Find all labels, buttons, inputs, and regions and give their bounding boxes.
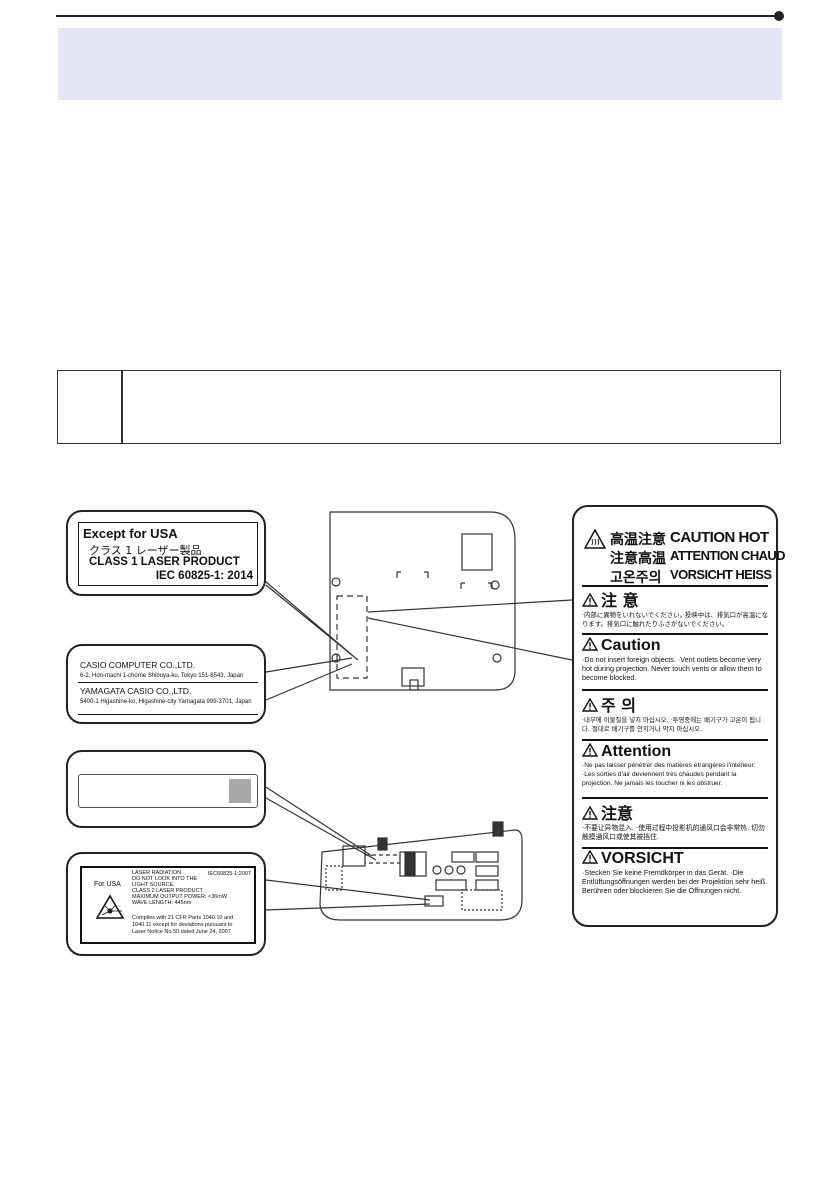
- caution-separator: [582, 633, 768, 635]
- top-rule: [56, 8, 784, 22]
- laser-hazard-icon: [96, 894, 124, 919]
- callout-caution-label: 高温注意 CAUTION HOT 注意高温 ATTENTION CHAUD 고온…: [572, 505, 786, 927]
- warning-icon: [582, 806, 598, 820]
- caution-en-body: ·Do not insert foreign objects. ·Vent ou…: [582, 655, 762, 682]
- manufacturer-separator: [78, 682, 258, 684]
- caution-separator: [582, 739, 768, 741]
- manufacturer-address2: 5400-1 Higashine-ko, Higashine-city Yama…: [80, 699, 252, 705]
- warning-icon: [582, 593, 598, 607]
- caution-head-jp2: 注意高温: [610, 551, 666, 567]
- laser-label-line4: CLASS 2 LASER PRODUCT: [132, 888, 203, 894]
- note-box-divider: [121, 371, 123, 443]
- laser-label-line5: MAXIMUM OUTPUT POWER: <36mW: [132, 894, 228, 900]
- caution-de-title: VORSICHT: [582, 850, 768, 868]
- laser-label-for-usa: For USA: [94, 881, 121, 888]
- laser-label-comply1: Complies with 21 CFR Parts 1040.10 and: [132, 915, 234, 921]
- manufacturer-label: CASIO COMPUTER CO.,LTD. 6-2, Hon-machi 1…: [78, 658, 258, 715]
- caution-kr-title: 주 의: [582, 692, 768, 716]
- projector-rear-view: [319, 821, 523, 921]
- laser-label-line1: LASER RADIATION: [132, 870, 182, 876]
- caution-section-fr: Attention ·Ne pas laisser pénétrer des m…: [582, 743, 768, 788]
- note-box: [57, 370, 781, 444]
- caution-cn-body: ·不要让异物混入. ·使用过程中投影机的通风口会非常热. 切勿触摸通风口或使其被…: [582, 824, 765, 841]
- class1-label-line2: クラス 1 レーザー製品: [89, 544, 202, 557]
- caution-separator: [582, 585, 768, 587]
- top-rule-dot: [774, 11, 784, 21]
- laser-label-standard: IEC60825-1:2007: [207, 871, 251, 877]
- projector-top-view: [329, 511, 516, 691]
- callout-class1-label: Except for USA クラス 1 レーザー製品 CLASS 1 LASE…: [66, 510, 266, 596]
- serial-label-placeholder: [78, 774, 258, 808]
- warning-icon: [582, 698, 598, 712]
- caution-separator: [582, 847, 768, 849]
- caution-en-title: Caution: [582, 637, 768, 655]
- manufacturer-address1: 6-2, Hon-machi 1-chome Shibuya-ku, Tokyo…: [80, 673, 244, 679]
- caution-fr-title-text: Attention: [601, 743, 672, 760]
- warning-icon: [582, 850, 598, 864]
- caution-kr-body: ·내부에 이물질을 넣지 마십시오. ·투영중에는 배기구가 고온이 됩니다. …: [582, 716, 762, 733]
- callout-manufacturer-label: CASIO COMPUTER CO.,LTD. 6-2, Hon-machi 1…: [66, 644, 266, 724]
- caution-fr-body: ·Ne pas laisser pénétrer des matières ét…: [582, 762, 756, 787]
- caution-separator: [582, 797, 768, 799]
- caution-kr-title-text: 주 의: [601, 696, 637, 715]
- caution-section-kr: 주 의 ·내부에 이물질을 넣지 마십시오. ·투영중에는 배기구가 고온이 됩…: [582, 692, 768, 734]
- caution-en-title-text: Caution: [601, 637, 661, 654]
- caution-section-de: VORSICHT ·Stecken Sie keine Fremdkörper …: [582, 850, 768, 895]
- class1-laser-label: Except for USA クラス 1 レーザー製品 CLASS 1 LASE…: [78, 522, 258, 586]
- caution-head-jp1: 高温注意: [610, 532, 666, 548]
- top-rule-line: [56, 15, 774, 17]
- laser-label-line3: LIGHT SOURCE.: [132, 882, 175, 888]
- caution-separator: [582, 689, 768, 691]
- caution-de-body: ·Stecken Sie keine Fremdkörper in das Ge…: [582, 868, 768, 895]
- caution-jp-title-text: 注 意: [601, 591, 639, 610]
- warning-icon: [582, 637, 598, 651]
- caution-section-jp: 注 意 ·内部に異物をいれないでください。·投映中は、排気口が高温になります。排…: [582, 587, 768, 629]
- caution-head-en1: CAUTION HOT: [670, 529, 769, 546]
- caution-head-fr: ATTENTION CHAUD: [670, 548, 786, 563]
- class1-label-line4: IEC 60825-1: 2014: [155, 570, 253, 582]
- manufacturer-company2: YAMAGATA CASIO CO.,LTD.: [80, 686, 192, 696]
- serial-label-grey-square: [229, 779, 251, 803]
- class1-label-line3: CLASS 1 LASER PRODUCT: [89, 556, 240, 568]
- caution-section-en: Caution ·Do not insert foreign objects. …: [582, 637, 768, 682]
- caution-head-kr: 고온주의: [610, 570, 662, 586]
- laser-label-comply3: Laser Notice No.50 dated June 24, 2007: [132, 929, 231, 935]
- caution-section-cn: 注意 ·不要让异物混入. ·使用过程中投影机的通风口会非常热. 切勿触摸通风口或…: [582, 800, 768, 842]
- manufacturer-company1: CASIO COMPUTER CO.,LTD.: [80, 660, 196, 670]
- laser-label-line2: DO NOT LOOK INTO THE: [132, 876, 198, 882]
- hot-warning-icon: [584, 529, 606, 549]
- laser-label-line6: WAVE LENGTH: 445nm: [132, 900, 192, 906]
- caution-jp-body: ·内部に異物をいれないでください。·投映中は、排気口が高温になります。排気口に触…: [582, 611, 768, 628]
- caution-cn-title: 注意: [582, 800, 768, 824]
- caution-head-de: VORSICHT HEISS: [670, 567, 772, 582]
- caution-jp-title: 注 意: [582, 587, 768, 611]
- class1-label-line1: Except for USA: [83, 526, 178, 541]
- caution-cn-title-text: 注意: [601, 804, 634, 823]
- laser-radiation-label: For USA IEC60825-1:2007 LASER RADIATION …: [80, 866, 256, 944]
- leader-lines: [251, 569, 573, 911]
- warning-icon: [582, 743, 598, 757]
- callout-laser-radiation-label: For USA IEC60825-1:2007 LASER RADIATION …: [66, 852, 266, 956]
- caution-fr-title: Attention: [582, 743, 768, 761]
- laser-label-comply2: 1040.11 except for deviations pursuant t…: [132, 922, 233, 928]
- caution-de-title-text: VORSICHT: [601, 850, 684, 867]
- callout-serial-label: [66, 750, 266, 828]
- section-header-band: [58, 28, 782, 100]
